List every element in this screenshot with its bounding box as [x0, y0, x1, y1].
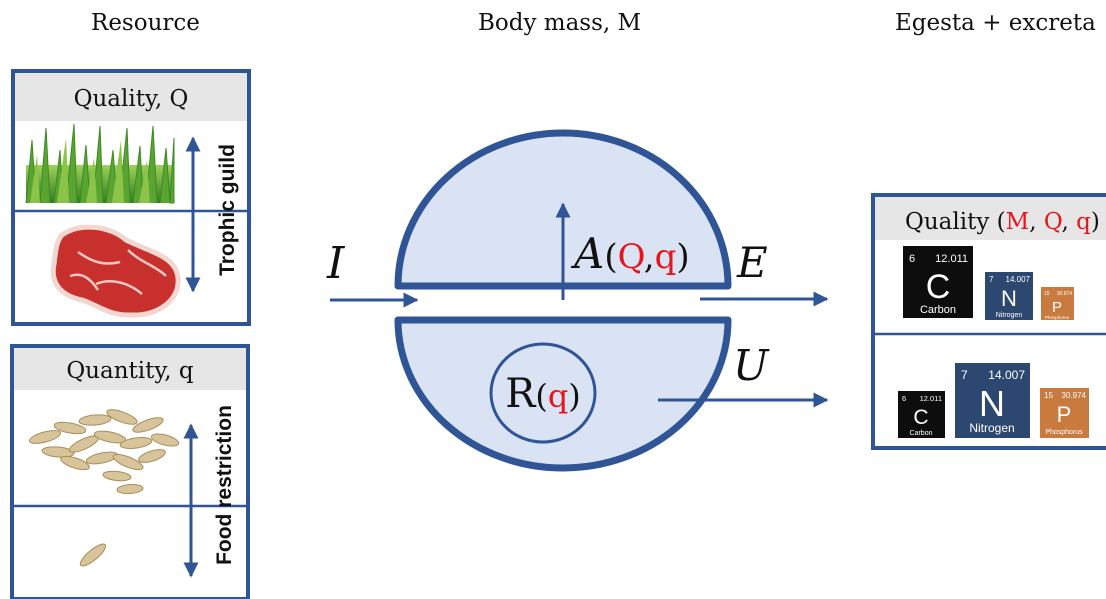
- svg-text:P: P: [1057, 402, 1072, 427]
- element-tile-phosphorus: 15 30.974 P Phosphorus: [1041, 287, 1074, 320]
- svg-text:P: P: [1052, 299, 1062, 316]
- trophic-guild-label: Trophic guild: [216, 144, 239, 276]
- egestion-label: E: [736, 238, 768, 287]
- output-quality-title-bar: [875, 197, 1106, 240]
- element-tile-carbon: 6 12.011 C Carbon: [903, 246, 973, 318]
- svg-text:C: C: [926, 268, 951, 306]
- quality-title: Quality, Q: [74, 86, 189, 112]
- svg-text:30.974: 30.974: [1057, 291, 1073, 297]
- assimilation-label: A(Q,q): [570, 229, 690, 278]
- element-tile-phosphorus: 15 30.974 P Phosphorus: [1040, 388, 1089, 438]
- svg-text:N: N: [979, 383, 1005, 424]
- grain-pile-image: [28, 409, 180, 495]
- respiration-circle: [489, 342, 597, 444]
- steak-image: [50, 224, 181, 318]
- quality-box: Quality, Q Trophic guild: [11, 69, 251, 326]
- grass-image: [25, 123, 175, 204]
- quantity-title: Quantity, q: [66, 358, 194, 384]
- svg-text:15: 15: [1044, 291, 1050, 297]
- lower-hemisphere: [394, 316, 732, 472]
- svg-text:6: 6: [909, 253, 915, 265]
- element-tile-nitrogen: 7 14.007 N Nitrogen: [985, 272, 1033, 320]
- svg-text:15: 15: [1044, 391, 1053, 400]
- svg-text:Carbon: Carbon: [910, 430, 933, 437]
- quantity-box: Quantity, q Food restriction: [10, 344, 250, 599]
- svg-text:14.007: 14.007: [1006, 275, 1031, 284]
- svg-text:Phosphorus: Phosphorus: [1045, 429, 1083, 436]
- egesta-excreta-header: Egesta + excreta: [895, 10, 1096, 36]
- body-organism: I A(Q,q) E U R(q): [326, 129, 829, 472]
- svg-text:12.011: 12.011: [920, 394, 942, 403]
- svg-text:Nitrogen: Nitrogen: [969, 421, 1014, 435]
- svg-text:C: C: [913, 406, 928, 429]
- svg-text:Nitrogen: Nitrogen: [996, 312, 1023, 319]
- svg-text:12.011: 12.011: [935, 253, 968, 265]
- excretion-label: U: [733, 341, 770, 390]
- single-grain-image: [79, 543, 107, 567]
- svg-text:7: 7: [961, 368, 968, 382]
- svg-text:Phosphorus: Phosphorus: [1045, 315, 1070, 320]
- svg-text:6: 6: [902, 394, 906, 403]
- svg-text:7: 7: [989, 275, 994, 284]
- output-quality-box: Quality (M, Q, q) 6 12.011 C Carbon 7 14…: [871, 193, 1106, 450]
- element-tile-nitrogen: 7 14.007 N Nitrogen: [955, 363, 1030, 438]
- output-quality-title: Quality (M, Q, q): [905, 209, 1100, 235]
- svg-text:N: N: [1001, 286, 1017, 311]
- svg-text:30.974: 30.974: [1062, 391, 1087, 400]
- quantity-title-bar: [14, 348, 246, 390]
- body-mass-header: Body mass, M: [478, 10, 642, 36]
- respiration-label: R(q): [505, 371, 581, 417]
- quality-title-bar: [15, 73, 247, 121]
- intake-label: I: [326, 238, 346, 289]
- food-restriction-label: Food restriction: [213, 405, 236, 565]
- resource-header: Resource: [91, 10, 200, 36]
- svg-text:Carbon: Carbon: [920, 304, 956, 316]
- element-tile-carbon: 6 12.011 C Carbon: [898, 391, 945, 438]
- svg-text:14.007: 14.007: [988, 368, 1025, 382]
